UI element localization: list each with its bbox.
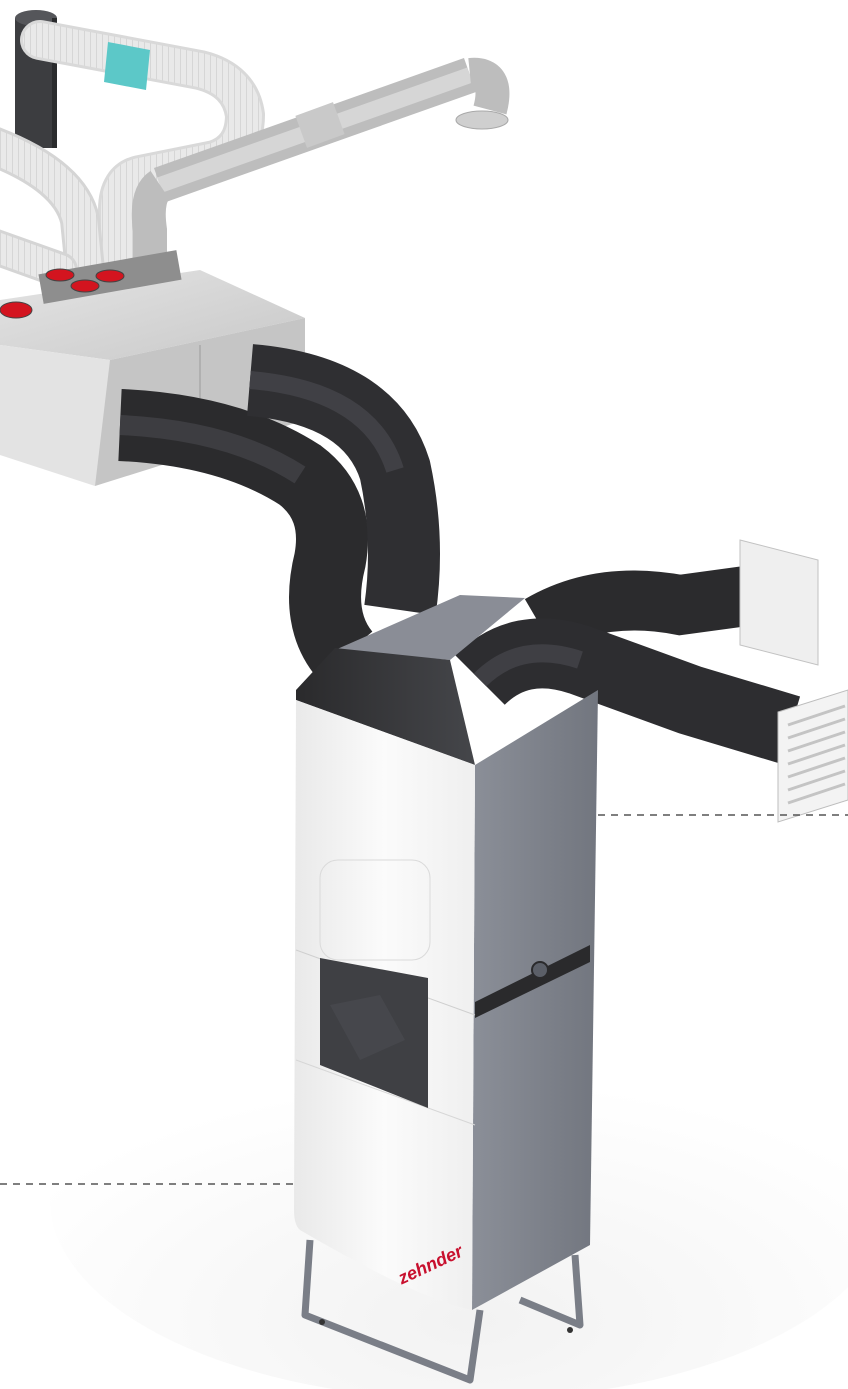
valve-ports — [0, 268, 125, 319]
black-ducts-right — [455, 560, 801, 764]
teal-coupling — [104, 42, 150, 90]
wall-plate-icon — [739, 539, 819, 666]
unit-connector-port — [531, 961, 549, 979]
black-ducts-top — [118, 344, 440, 679]
white-flex-ducts — [0, 20, 266, 290]
unit-side-panel — [472, 690, 598, 1310]
unit-stand — [301, 1239, 584, 1384]
rigid-grey-duct — [131, 57, 510, 265]
wall-grille-icon — [777, 689, 848, 823]
unit-top-cap — [296, 648, 475, 765]
ventilation-unit: zehnder — [294, 595, 598, 1310]
